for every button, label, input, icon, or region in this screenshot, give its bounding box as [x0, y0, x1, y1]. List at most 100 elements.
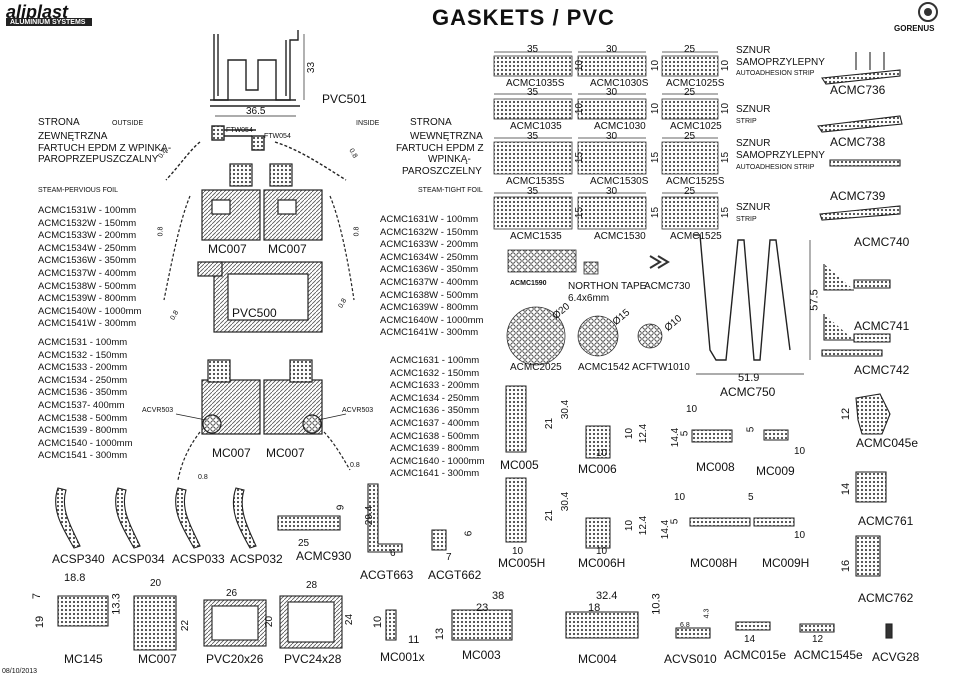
- code-acmc1525: ACMC1525: [670, 231, 722, 242]
- dim-16: 16: [840, 559, 853, 573]
- mc004-label: MC004: [578, 652, 617, 666]
- acmc730-label: ACMC730: [644, 281, 691, 292]
- dim-0-8: 0.8: [157, 226, 165, 237]
- dim-20: 20: [264, 615, 276, 628]
- brand-name: aliplast: [6, 2, 69, 22]
- strip-label: STRIP: [736, 118, 757, 125]
- list-item: ACMC1533W - 200mm: [38, 230, 137, 242]
- northon-tape-label: NORTHON TAPE: [568, 281, 647, 292]
- dim-10: 10: [596, 546, 608, 557]
- dim-32-4: 32.4: [596, 590, 618, 602]
- dim-26: 26: [226, 588, 238, 599]
- sznur-label: SZNUR: [736, 45, 771, 56]
- dim-15: 15: [650, 151, 662, 164]
- dim-24: 24: [344, 613, 356, 626]
- dim-10: 10: [650, 102, 662, 115]
- code-acmc1535: ACMC1535: [510, 231, 562, 242]
- acftw1010-label: ACFTW1010: [632, 362, 690, 373]
- dim-15: 15: [574, 206, 586, 219]
- list-acmc163xw: ACMC1631W - 100mm ACMC1632W - 150mm ACMC…: [380, 214, 483, 340]
- code-acmc1530: ACMC1530: [594, 231, 646, 242]
- acmc1590-label: ACMC1590: [510, 280, 547, 287]
- tape-samples: [506, 249, 670, 366]
- dim-7: 7: [446, 552, 452, 563]
- autoadhesion-label: AUTOADHESION STRIP: [736, 164, 815, 171]
- dim-12: 12: [812, 634, 824, 645]
- list-item: ACMC1532 - 150mm: [38, 349, 128, 361]
- company-logo-text: GORENUS: [894, 24, 935, 33]
- right-strona: STRONA: [410, 117, 452, 128]
- list-item: ACMC1631 - 100mm: [390, 355, 480, 366]
- dim-20: 20: [150, 578, 162, 589]
- list-item: ACMC1633 - 200mm: [390, 380, 480, 392]
- mc007-label: MC007: [212, 446, 251, 460]
- dim-33: 33: [306, 61, 318, 74]
- dim-15: 15: [720, 206, 732, 219]
- autoadhesion-label: AUTOADHESION STRIP: [736, 70, 815, 77]
- list-item: ACMC1636W - 350mm: [380, 264, 479, 276]
- dim-30-4: 30.4: [560, 399, 572, 420]
- acmc1545e-label: ACMC1545e: [794, 648, 863, 662]
- acmc741-label: ACMC741: [854, 319, 910, 333]
- pvc501-label: PVC501: [322, 92, 367, 106]
- mc008-label: MC008: [696, 460, 735, 474]
- acmc045e-label: ACMC045e: [856, 436, 919, 450]
- dim-0-8: 0.8: [350, 462, 360, 469]
- code-acmc1530s: ACMC1530S: [590, 176, 649, 187]
- acgt663-label: ACGT663: [360, 568, 414, 582]
- sznur-label: SZNUR: [736, 104, 771, 115]
- code-acmc1030: ACMC1030: [594, 121, 646, 132]
- dim-35: 35: [527, 87, 539, 98]
- mc008h-label: MC008H: [690, 556, 738, 570]
- mc001x-label: MC001x: [380, 650, 425, 664]
- dim-25: 25: [684, 44, 696, 55]
- list-item: ACMC1641 - 300mm: [390, 468, 480, 480]
- acsp034-label: ACSP034: [112, 552, 165, 566]
- mc006h-label: MC006H: [578, 556, 626, 570]
- list-item: ACMC1536 - 350mm: [38, 387, 128, 399]
- code-acmc1035s: ACMC1035S: [506, 78, 565, 89]
- acmc015e-label: ACMC015e: [724, 648, 787, 662]
- dim-10: 10: [720, 102, 732, 115]
- acvr503-label: ACVR503: [142, 407, 174, 414]
- dim-25: 25: [298, 538, 310, 549]
- pvc24x28-label: PVC24x28: [284, 652, 342, 666]
- acmc761-label: ACMC761: [858, 514, 914, 528]
- dim-23: 23: [476, 602, 489, 614]
- dim-10: 10: [574, 102, 586, 115]
- list-item: ACMC1632W - 150mm: [380, 226, 479, 238]
- mc005h-label: MC005H: [498, 556, 546, 570]
- left-strona: STRONA: [38, 117, 80, 128]
- strip-label: STRIP: [736, 216, 757, 223]
- acvr503-label: ACVR503: [342, 407, 374, 414]
- acvs010-label: ACVS010: [664, 652, 717, 666]
- dim-5: 5: [669, 518, 681, 525]
- list-item: ACMC1538W - 500mm: [38, 280, 137, 292]
- list-item: ACMC1640 - 1000mm: [390, 455, 485, 467]
- list-item: ACMC1637W - 400mm: [380, 276, 479, 288]
- dim-12: 12: [840, 407, 853, 421]
- pvc501-profile: [210, 30, 305, 117]
- dim-29-4: 29.4: [364, 505, 376, 526]
- list-item: ACMC1638 - 500mm: [390, 430, 480, 442]
- acmc738-label: ACMC738: [830, 135, 886, 149]
- dim-10: 10: [512, 546, 524, 557]
- list-item: ACMC1636 - 350mm: [390, 405, 480, 417]
- dim-9: 9: [335, 504, 347, 511]
- dim-10: 10: [574, 59, 586, 72]
- dim-5: 5: [745, 426, 757, 433]
- dim-10: 10: [794, 530, 806, 541]
- dim-30: 30: [606, 44, 618, 55]
- pvc500-label: PVC500: [232, 306, 277, 320]
- list-item: ACMC1531 - 100mm: [38, 337, 128, 348]
- pvc500-profile: [197, 261, 323, 333]
- ftw054-gaskets: [165, 125, 347, 181]
- right-steam-tight: STEAM-TIGHT FOIL: [418, 187, 483, 194]
- bottom-profiles: [55, 483, 893, 651]
- mc009h-label: MC009H: [762, 556, 810, 570]
- mc003-label: MC003: [462, 648, 501, 662]
- list-item: ACMC1639 - 800mm: [390, 443, 480, 455]
- acsp340-label: ACSP340: [52, 552, 105, 566]
- dim-15: 15: [574, 151, 586, 164]
